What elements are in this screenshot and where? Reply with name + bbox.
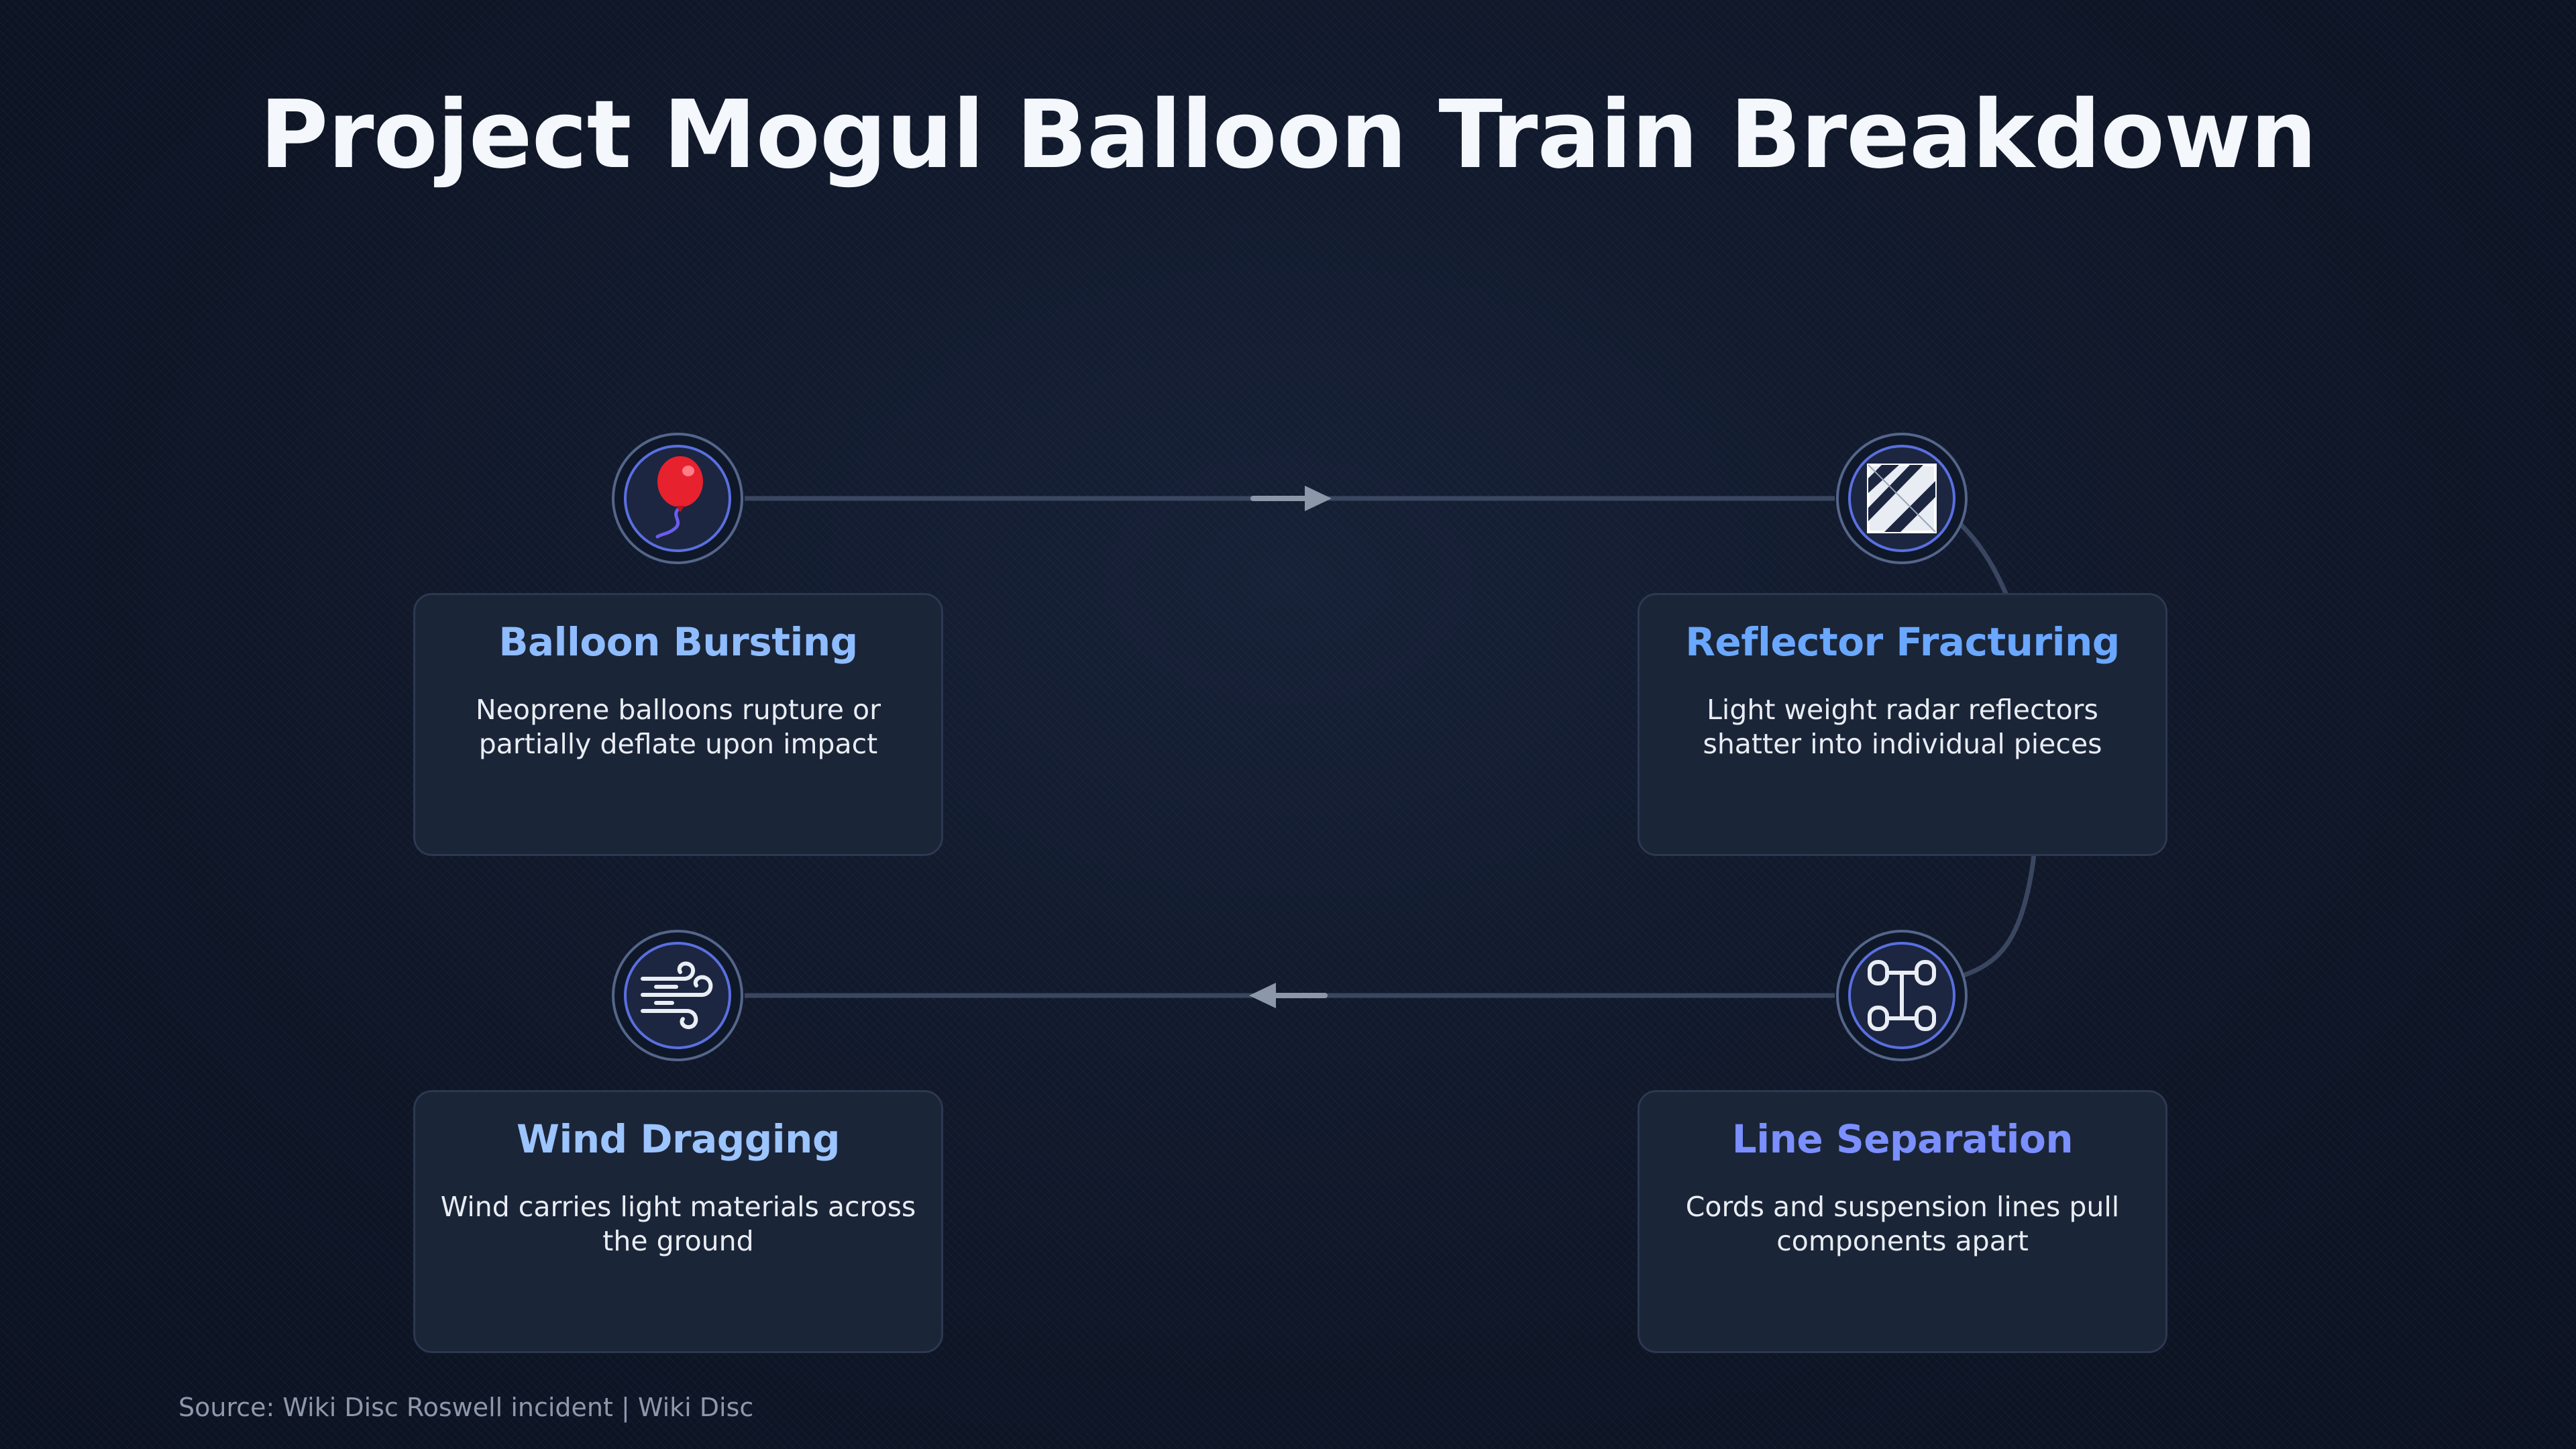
step-card-balloon-bursting: Balloon Bursting Neoprene balloons ruptu… bbox=[413, 593, 943, 856]
arrow-right-icon bbox=[1250, 486, 1332, 511]
radar-reflector-icon bbox=[1862, 458, 1942, 539]
step-description: Wind carries light materials across the … bbox=[440, 1191, 916, 1257]
step-node-wind-dragging bbox=[612, 930, 743, 1061]
page-title: Project Mogul Balloon Train Breakdown bbox=[259, 80, 2317, 190]
step-title: Wind Dragging bbox=[517, 1116, 840, 1162]
step-description: Cords and suspension lines pull componen… bbox=[1685, 1191, 2120, 1257]
arrow-left-icon bbox=[1249, 983, 1328, 1008]
step-title: Reflector Fracturing bbox=[1685, 619, 2120, 665]
step-node-balloon-bursting bbox=[612, 433, 743, 564]
step-node-reflector-fracturing bbox=[1836, 433, 1968, 564]
wind-icon bbox=[637, 959, 718, 1032]
step-title: Balloon Bursting bbox=[498, 619, 858, 665]
step-card-reflector-fracturing: Reflector Fracturing Light weight radar … bbox=[1638, 593, 2167, 856]
step-description: Light weight radar reflectors shatter in… bbox=[1703, 694, 2102, 760]
step-card-wind-dragging: Wind Dragging Wind carries light materia… bbox=[413, 1090, 943, 1353]
step-title: Line Separation bbox=[1731, 1116, 2074, 1162]
step-node-line-separation bbox=[1836, 930, 1968, 1061]
balloon-icon bbox=[643, 455, 712, 542]
source-note: Source: Wiki Disc Roswell incident | Wik… bbox=[178, 1393, 754, 1422]
suspension-lines-icon bbox=[1862, 955, 1942, 1036]
step-description: Neoprene balloons rupture or partially d… bbox=[476, 694, 881, 760]
step-card-line-separation: Line Separation Cords and suspension lin… bbox=[1638, 1090, 2167, 1353]
